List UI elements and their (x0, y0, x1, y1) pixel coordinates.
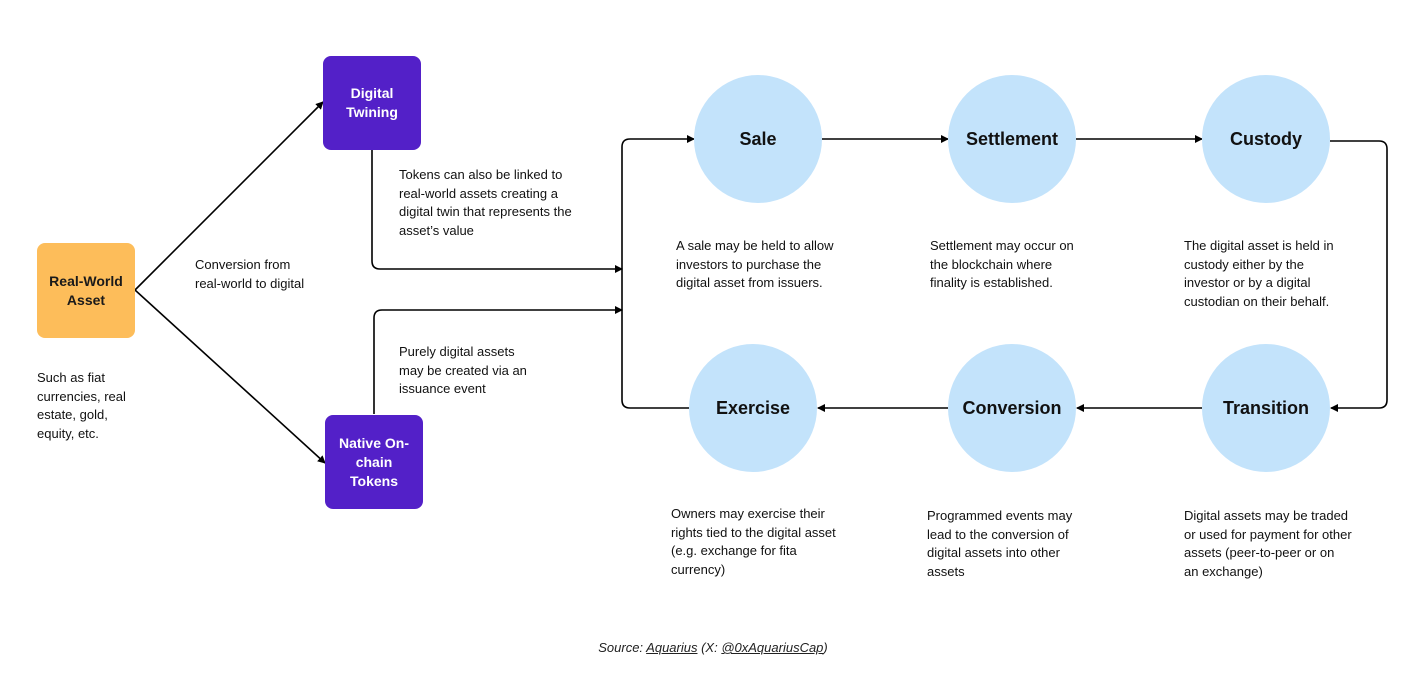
conversion-label: Conversion (962, 397, 1062, 418)
conversion-circle: Conversion (948, 344, 1076, 472)
custody-note: The digital asset is held in custody eit… (1184, 238, 1334, 309)
transition-note: Digital assets may be traded or used for… (1184, 508, 1352, 579)
digital-twining-label: Digital Twining (346, 85, 398, 120)
native-tokens-note: Purely digital assets may be created via… (399, 344, 527, 396)
transition-circle: Transition (1202, 344, 1330, 472)
digital-twining-note: Tokens can also be linked to real-world … (399, 167, 572, 238)
arrow-asset-to-native-tokens (134, 289, 326, 464)
real-world-asset-label: Real-World Asset (49, 272, 123, 308)
source-handle-link[interactable]: @0xAquariusCap (721, 640, 824, 655)
native-tokens-box: Native On-chain Tokens (325, 415, 423, 509)
real-world-asset-box: Real-World Asset (37, 243, 135, 338)
exercise-label: Exercise (715, 397, 791, 418)
digital-twining-box: Digital Twining (323, 56, 421, 150)
source-suffix: ) (823, 640, 828, 655)
transition-label: Transition (1222, 397, 1309, 418)
real-world-asset-note: Such as fiat currencies, real estate, go… (37, 370, 126, 441)
exercise-circle: Exercise (689, 344, 817, 472)
native-tokens-label: Native On-chain Tokens (338, 434, 409, 489)
custody-circle: Custody (1202, 75, 1330, 203)
sale-circle: Sale (694, 75, 822, 203)
settlement-circle: Settlement (948, 75, 1076, 203)
exercise-note: Owners may exercise their rights tied to… (671, 506, 836, 577)
settlement-label: Settlement (965, 128, 1059, 149)
source-caption: Source: Aquarius (X: @0xAquariusCap) (0, 640, 1426, 655)
source-middle: (X: (697, 640, 722, 655)
custody-label: Custody (1230, 128, 1302, 149)
source-name-link[interactable]: Aquarius (646, 640, 698, 655)
sale-label: Sale (739, 128, 777, 149)
source-prefix: Source: (598, 640, 647, 655)
sale-note: A sale may be held to allow investors to… (676, 238, 834, 290)
conversion-note: Programmed events may lead to the conver… (927, 508, 1073, 579)
conversion-edge-note: Conversion from real-world to digital (195, 257, 305, 291)
settlement-note: Settlement may occur on the blockchain w… (930, 238, 1074, 290)
